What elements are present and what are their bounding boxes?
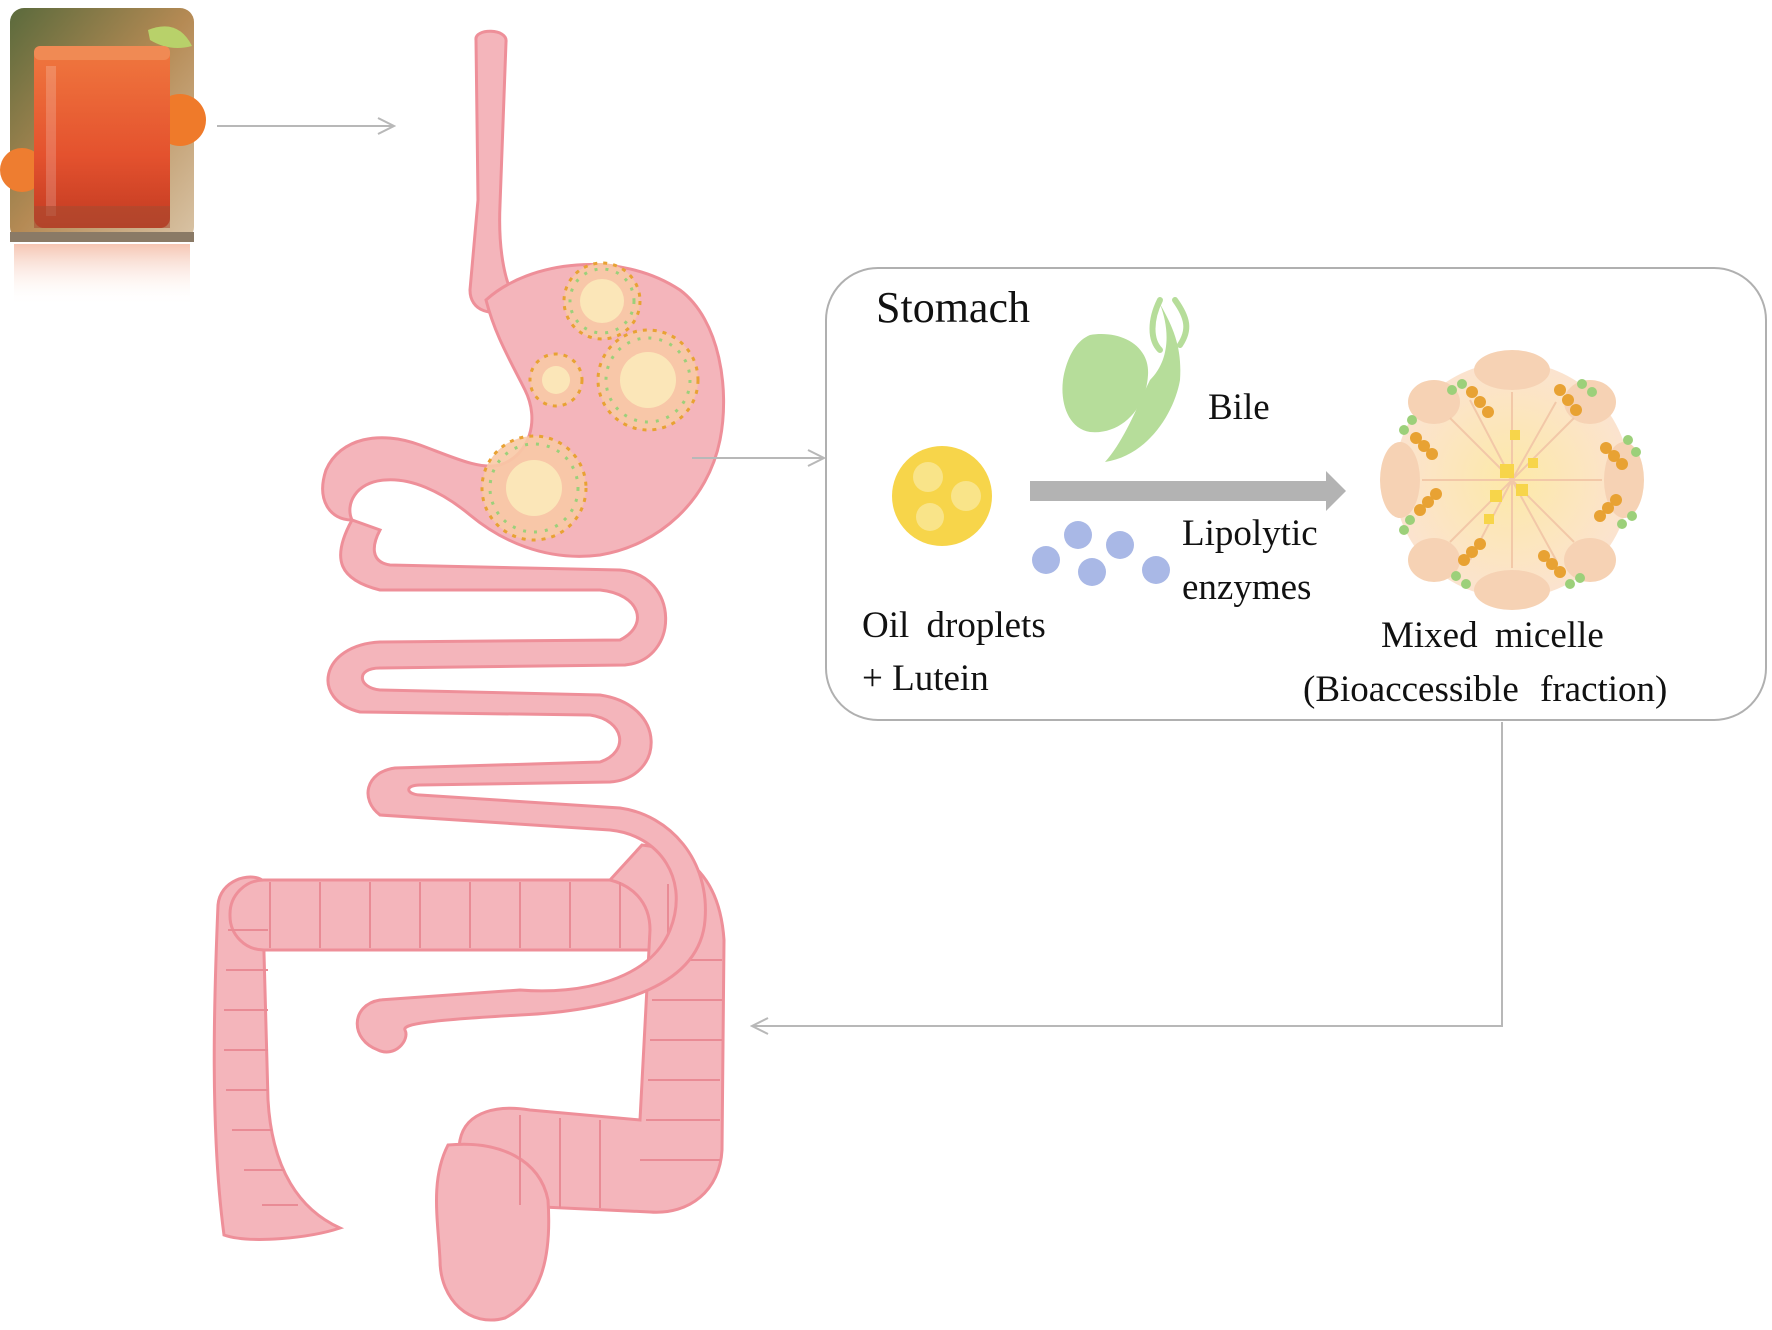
stomach-micelles — [480, 261, 700, 542]
panel-title: Stomach — [876, 283, 1030, 332]
oil-droplet-icon — [892, 446, 992, 546]
gallbladder-icon — [1062, 297, 1190, 462]
colon-haustra — [224, 882, 722, 1208]
digestive-tract-illustration — [212, 29, 726, 1322]
return-connector — [752, 722, 1503, 1026]
mixed-micelle-icon — [1380, 350, 1644, 610]
bile-label: Bile — [1208, 387, 1270, 428]
esophagus — [468, 29, 523, 314]
micelle-label-line1: Mixed micelle — [1381, 615, 1604, 656]
enzyme-dots-icon — [1032, 521, 1170, 586]
enzymes-label-line2: enzymes — [1182, 567, 1312, 608]
oil-label-line1: Oil droplets — [862, 605, 1046, 646]
juice-glass-photo — [0, 8, 206, 306]
enzymes-label-line1: Lipolytic — [1182, 513, 1318, 554]
oil-label-line2: + Lutein — [862, 658, 989, 699]
small-intestine — [326, 518, 707, 1054]
micelle-label-line2: (Bioaccessible fraction) — [1303, 669, 1668, 710]
process-arrow — [1030, 471, 1346, 511]
